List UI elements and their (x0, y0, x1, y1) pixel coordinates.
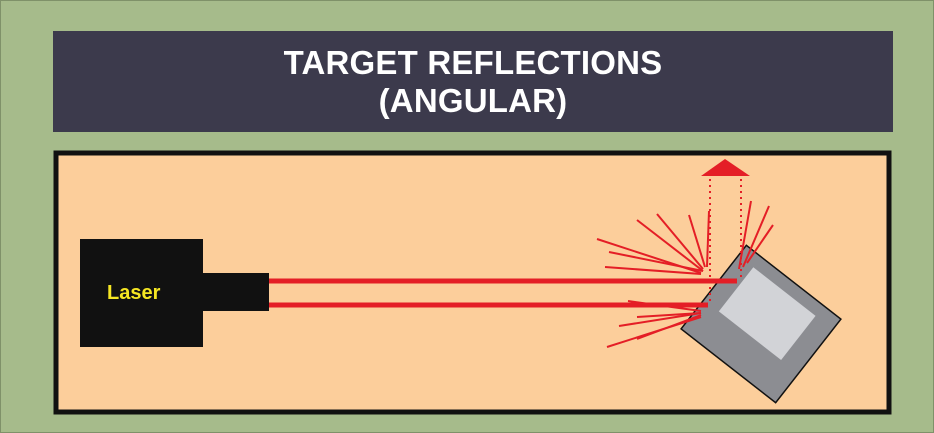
laser-body (80, 239, 203, 347)
scatter-ray (746, 224, 774, 264)
scatter-ray (627, 300, 702, 312)
scatter-ray (608, 251, 704, 272)
laser-device: Laser (80, 239, 269, 347)
scatter-ray (706, 210, 710, 268)
scatter-ray (656, 213, 704, 270)
title-line-1: TARGET REFLECTIONS (283, 43, 663, 81)
scatter-rays (596, 200, 774, 348)
scatter-ray (688, 214, 706, 268)
scatter-ray (738, 200, 752, 270)
title-bar: TARGET REFLECTIONS (ANGULAR) (53, 31, 893, 132)
reflected-beams (709, 177, 742, 301)
laser-label: Laser (107, 282, 161, 304)
scatter-ray (618, 312, 702, 327)
scatter-ray (742, 205, 770, 268)
scatter-ray (636, 219, 704, 272)
scatter-ray (636, 312, 702, 318)
scatter-ray (604, 266, 702, 275)
target-object (680, 244, 842, 404)
target-inner (718, 267, 816, 361)
laser-nozzle (201, 273, 269, 311)
laser-beams (269, 278, 737, 308)
scatter-ray (606, 316, 702, 348)
reflection-arrow-icon (701, 159, 750, 176)
title-line-2: (ANGULAR) (378, 81, 568, 119)
